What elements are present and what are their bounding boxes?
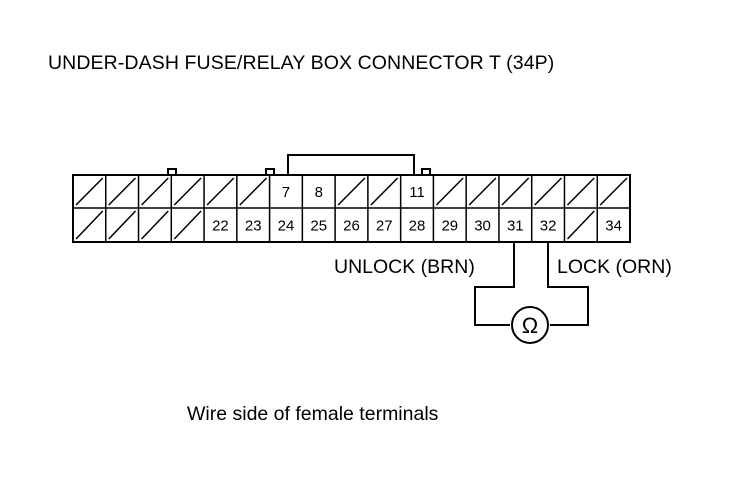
terminal-23-label: 23 <box>245 218 262 235</box>
empty-terminal-slash <box>599 177 628 206</box>
terminal-26-label: 26 <box>343 218 360 235</box>
empty-terminal-slash <box>534 177 563 206</box>
terminal-30-label: 30 <box>474 218 491 235</box>
empty-terminal-slash <box>173 177 202 206</box>
empty-terminal-slash <box>566 210 595 240</box>
terminal-7-label: 7 <box>282 184 290 201</box>
terminal-28-label: 28 <box>409 218 426 235</box>
connector-nubs <box>167 168 431 175</box>
terminal-8-label: 8 <box>315 184 323 201</box>
ohmmeter-circle <box>511 306 549 344</box>
empty-terminal-slash <box>75 177 104 206</box>
terminal-27-label: 27 <box>376 218 393 235</box>
empty-terminal-slash <box>435 177 464 206</box>
terminal-29-label: 29 <box>441 218 458 235</box>
terminal-31-label: 31 <box>507 218 524 235</box>
terminal-32-label: 32 <box>540 218 557 235</box>
empty-terminal-slash <box>140 210 169 240</box>
terminal-25-label: 25 <box>310 218 327 235</box>
terminal-34-label: 34 <box>605 218 622 235</box>
terminal-11-label: 11 <box>409 184 425 201</box>
diagram-title: UNDER-DASH FUSE/RELAY BOX CONNECTOR T (3… <box>48 52 555 74</box>
empty-terminal-slash <box>370 177 399 206</box>
empty-terminal-slash <box>75 210 104 240</box>
empty-terminal-slash <box>501 177 530 206</box>
empty-terminal-slash <box>173 210 202 240</box>
lock-wire-label: LOCK (ORN) <box>557 256 672 278</box>
empty-terminal-slash <box>140 177 169 206</box>
test-wiring <box>474 242 589 326</box>
connector-cells: 7 8 11 22 23 24 25 26 27 28 29 30 31 32 34 <box>75 175 628 242</box>
empty-terminal-slash <box>206 177 235 206</box>
empty-terminal-slash <box>108 177 137 206</box>
terminal-24-label: 24 <box>278 218 295 235</box>
unlock-wire-label: UNLOCK (BRN) <box>334 256 475 278</box>
empty-terminal-slash <box>468 177 497 206</box>
diagram-caption: Wire side of female terminals <box>187 403 439 425</box>
empty-terminal-slash <box>337 177 366 206</box>
ohm-icon: Ω <box>522 313 538 338</box>
connector-latch <box>287 154 415 175</box>
terminal-22-label: 22 <box>212 218 229 235</box>
empty-terminal-slash <box>239 177 268 206</box>
empty-terminal-slash <box>108 210 137 240</box>
empty-terminal-slash <box>566 177 595 206</box>
